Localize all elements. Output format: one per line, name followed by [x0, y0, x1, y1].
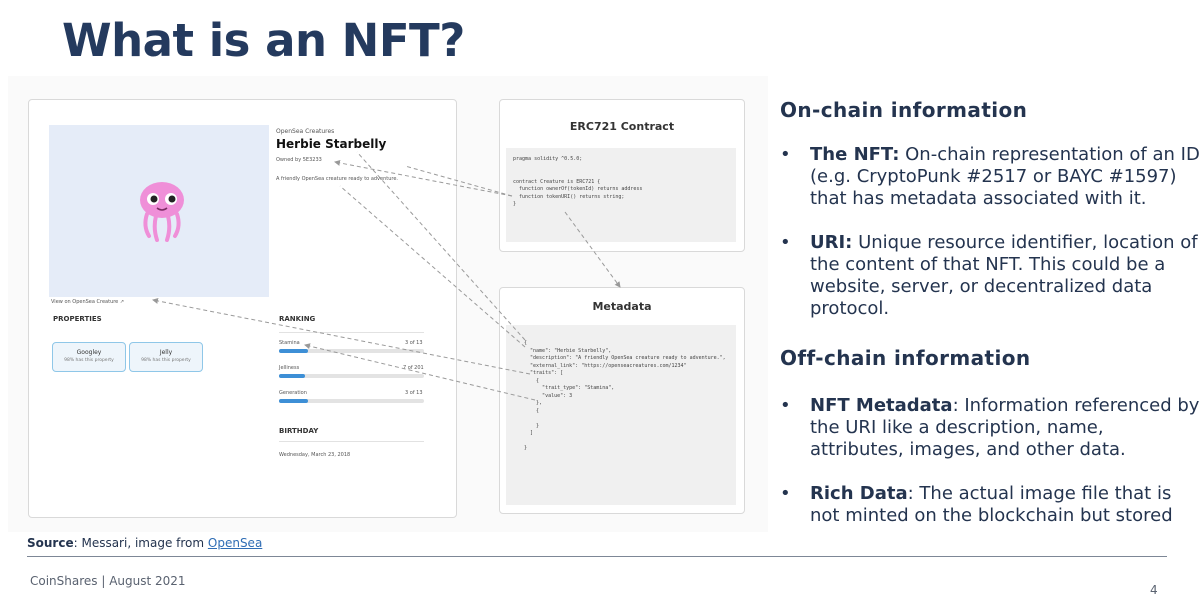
opensea-link[interactable]: OpenSea [207, 536, 263, 550]
opensea-item-card: OpenSea Creatures Herbie Starbelly Owned… [28, 99, 457, 518]
ranking-bar [279, 399, 424, 403]
bullet-term: The NFT: [810, 144, 900, 165]
birthday-date: Wednesday, March 23, 2018 [279, 452, 351, 458]
bullet-term: URI: [810, 232, 853, 253]
item-name: Herbie Starbelly [276, 137, 387, 151]
owned-by[interactable]: Owned by 5E3233 [276, 157, 322, 163]
erc721-code-box: pragma solidity ^0.5.0; contract Creatur… [506, 148, 736, 242]
page-number: 4 [1150, 583, 1158, 597]
ranking-value: 3 of 13 [405, 390, 423, 396]
property-badge[interactable]: Jelly 98% has this property [129, 342, 203, 372]
property-badge[interactable]: Googley 98% has this property [52, 342, 126, 372]
ranking-label: Jelliness [279, 365, 300, 371]
metadata-code-box: { "name": "Herbie Starbelly", "descripti… [506, 325, 736, 505]
footer-text: CoinShares | August 2021 [30, 574, 186, 588]
offchain-heading: Off-chain information [780, 346, 1031, 370]
ranking-bar-fill [279, 349, 308, 353]
ranking-bar-fill [279, 399, 308, 403]
onchain-bullet-nft: • The NFT: On-chain representation of an… [780, 144, 1200, 210]
bullet-text: : The actual image file that is not mint… [810, 483, 1173, 526]
onchain-bullet-uri: • URI: Unique resource identifier, locat… [780, 232, 1198, 320]
bullet-dot: • [780, 395, 791, 416]
footer-divider [27, 556, 1167, 557]
ranking-bar [279, 349, 424, 353]
ranking-heading: RANKING [279, 315, 316, 323]
ranking-divider [279, 332, 424, 333]
metadata-code: { "name": "Herbie Starbelly", "descripti… [524, 340, 726, 451]
bullet-term: NFT Metadata [810, 395, 953, 416]
bullet-term: Rich Data [810, 483, 908, 504]
jellyfish-icon [140, 182, 184, 242]
page-title: What is an NFT? [62, 14, 465, 67]
item-description: A friendly OpenSea creature ready to adv… [276, 176, 399, 182]
birthday-heading: BIRTHDAY [279, 427, 319, 435]
source-text: : Messari, image from [73, 536, 208, 550]
property-name: Jelly [159, 349, 173, 356]
source-label: Source [27, 536, 74, 550]
ranking-label: Stamina [279, 340, 300, 346]
ranking-bar-fill [279, 374, 306, 378]
bullet-dot: • [780, 483, 791, 504]
ranking-bar [279, 374, 424, 378]
nft-image-panel [49, 125, 269, 297]
property-rarity: 98% has this property [64, 358, 114, 363]
source-note: Source: Messari, image from OpenSea [27, 536, 262, 550]
offchain-bullet-metadata: • NFT Metadata: Information referenced b… [780, 395, 1199, 461]
birthday-divider [279, 441, 424, 442]
offchain-bullet-rich-data: • Rich Data: The actual image file that … [780, 483, 1190, 527]
property-name: Googley [76, 349, 102, 356]
erc721-code: pragma solidity ^0.5.0; contract Creatur… [513, 156, 643, 207]
erc721-contract-card: ERC721 Contract pragma solidity ^0.5.0; … [499, 99, 745, 252]
metadata-card: Metadata { "name": "Herbie Starbelly", "… [499, 287, 745, 514]
ranking-label: Generation [279, 390, 307, 396]
ranking-value: 7 of 201 [403, 365, 424, 371]
bullet-text: On-chain representation of an ID (e.g. C… [810, 144, 1200, 209]
bullet-text: : Information referenced by the URI like… [810, 395, 1200, 460]
collection-name[interactable]: OpenSea Creatures [276, 128, 335, 135]
onchain-heading: On-chain information [780, 98, 1028, 122]
bullet-dot: • [780, 232, 791, 253]
view-on-opensea-link[interactable]: View on OpenSea Creature ↗ [51, 299, 125, 305]
ranking-value: 3 of 13 [405, 340, 423, 346]
bullet-text: Unique resource identifier, location of … [810, 232, 1198, 319]
property-rarity: 98% has this property [141, 358, 191, 363]
metadata-title: Metadata [592, 300, 652, 313]
properties-heading: PROPERTIES [53, 315, 102, 323]
bullet-dot: • [780, 144, 791, 165]
erc721-title: ERC721 Contract [569, 120, 675, 133]
